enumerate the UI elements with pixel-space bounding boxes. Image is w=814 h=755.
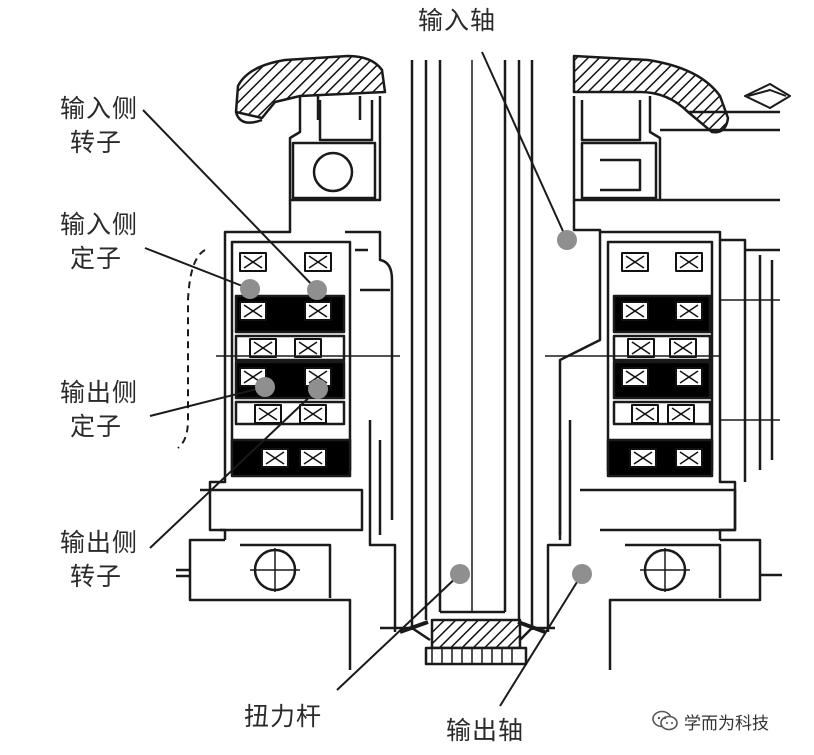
label-input-rotor-line1: 输入侧 bbox=[60, 94, 139, 123]
marker-output-shaft bbox=[572, 564, 592, 584]
marker-torsion-bar bbox=[450, 564, 470, 584]
marker-output-stator bbox=[255, 377, 275, 397]
label-output-shaft: 输出轴 bbox=[446, 716, 525, 745]
label-output-stator-line1: 输出侧 bbox=[60, 378, 139, 407]
left-sensor-stack bbox=[216, 251, 400, 478]
label-output-stator-line2: 定子 bbox=[70, 412, 123, 441]
watermark: 学而为科技 bbox=[652, 708, 769, 734]
label-input-stator-line1: 输入侧 bbox=[60, 210, 139, 239]
marker-input-stator bbox=[240, 279, 260, 299]
output-shaft-spline bbox=[380, 618, 555, 666]
right-sensor-stack bbox=[545, 251, 720, 478]
watermark-text: 学而为科技 bbox=[684, 713, 769, 734]
label-input-rotor-line2: 转子 bbox=[70, 128, 123, 157]
leader-input-stator bbox=[144, 247, 251, 290]
leader-torsion-bar bbox=[336, 573, 461, 691]
label-input-stator-line2: 定子 bbox=[70, 244, 123, 273]
leader-input-rotor bbox=[142, 109, 318, 291]
label-output-rotor-line1: 输出侧 bbox=[60, 528, 139, 557]
leader-output-stator bbox=[149, 386, 266, 417]
input-shaft-body bbox=[410, 60, 534, 630]
leader-output-rotor bbox=[149, 388, 319, 549]
marker-output-rotor bbox=[308, 379, 328, 399]
wechat-icon bbox=[652, 710, 678, 731]
label-input-shaft: 输入轴 bbox=[418, 6, 497, 35]
leader-output-shaft bbox=[499, 573, 583, 707]
label-torsion-bar: 扭力杆 bbox=[244, 702, 323, 731]
left-housing bbox=[176, 54, 397, 670]
marker-input-rotor bbox=[307, 280, 327, 300]
leader-input-shaft bbox=[481, 51, 568, 241]
marker-input-shaft bbox=[557, 230, 577, 250]
label-output-rotor-line2: 转子 bbox=[70, 562, 123, 591]
